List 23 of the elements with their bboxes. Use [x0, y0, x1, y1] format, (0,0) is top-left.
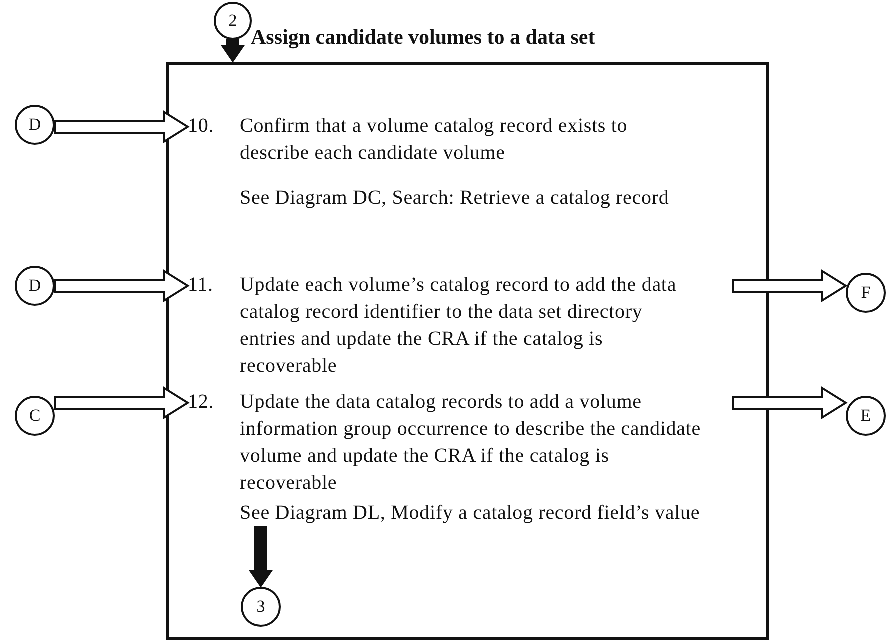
arrow: [54, 110, 190, 144]
arrow: [732, 386, 848, 420]
cross-reference: See Diagram DC, Search: Retrieve a catalog record: [240, 186, 670, 211]
step-text: Confirm that a volume catalog record exists to describe each candidate volume: [240, 114, 629, 166]
connector-circle: 2: [214, 2, 252, 40]
arrow: [732, 269, 848, 303]
connector-circle: C: [15, 396, 55, 436]
connector-circle: D: [15, 105, 55, 145]
connector-circle: 3: [241, 587, 281, 627]
arrow: [221, 40, 245, 63]
connector-circle: E: [846, 396, 886, 436]
step-number: 10.: [188, 114, 216, 139]
step-number: 12.: [188, 390, 216, 415]
cross-reference: See Diagram DL, Modify a catalog record field’s value: [240, 501, 702, 526]
step-number: 11.: [188, 273, 214, 298]
connector-circle: F: [846, 273, 886, 313]
arrow: [54, 386, 190, 420]
arrow: [249, 526, 273, 588]
arrow: [54, 269, 190, 303]
process-title: Assign candidate volumes to a data set: [251, 25, 596, 50]
connector-circle: D: [15, 266, 55, 306]
step-text: Update the data catalog records to add a volume information group occurrence to describe the candidate volume and update the CRA if the catalog is recoverable: [240, 390, 702, 496]
step-text: Update each volume’s catalog record to add the data catalog record identifier to the data set directory entries and update the CRA if the catalog is recoverable: [240, 273, 678, 379]
